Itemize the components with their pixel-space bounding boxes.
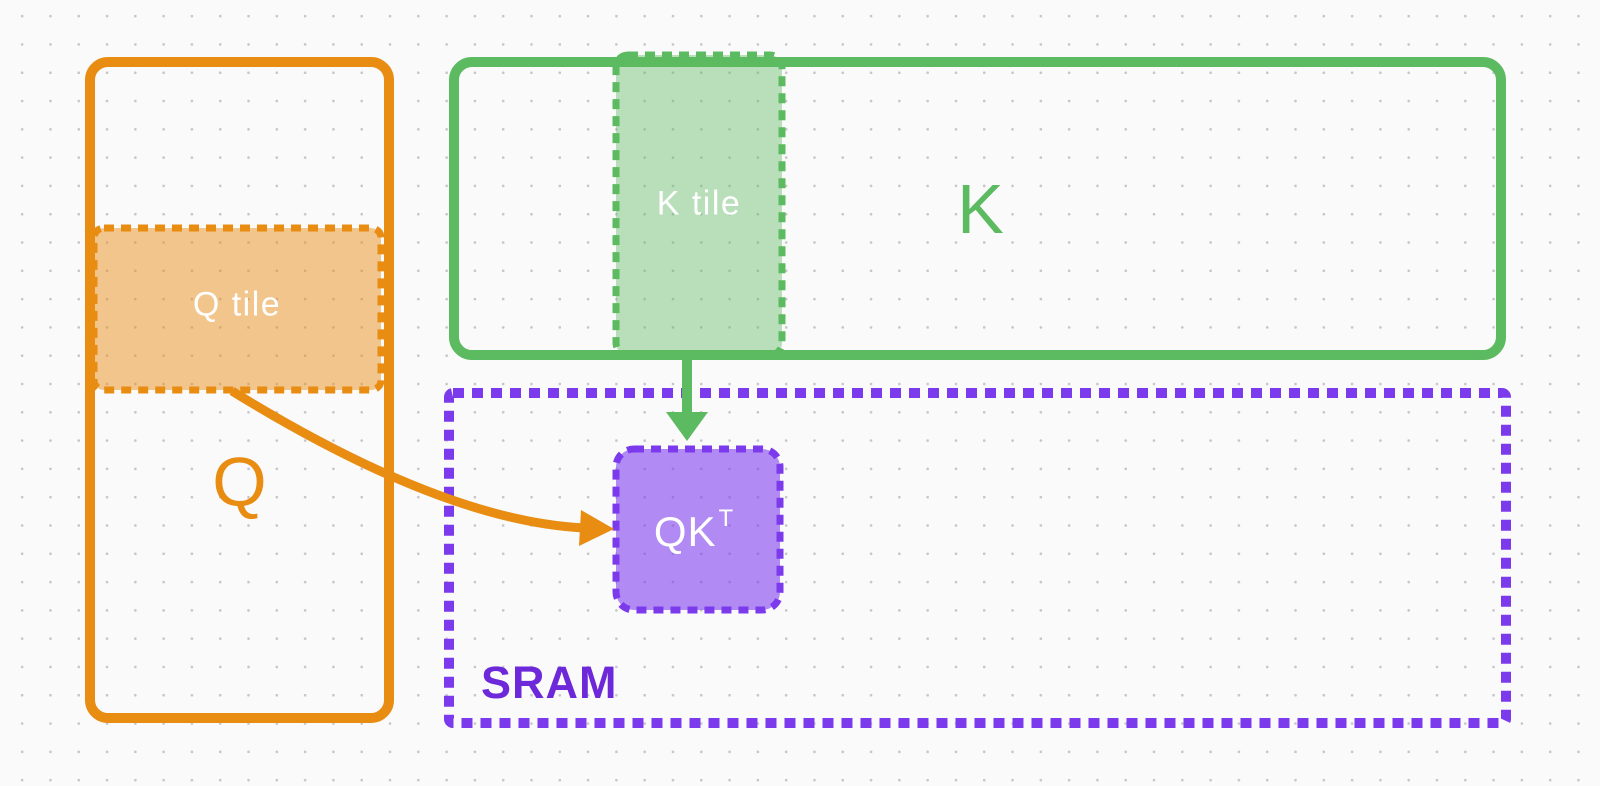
sram-region-shape — [444, 388, 1511, 728]
qkt-label: QKT — [653, 505, 735, 556]
k-matrix-label: K — [957, 170, 1005, 248]
qkt-block-shape — [612, 445, 784, 614]
q-matrix-label: Q — [212, 443, 268, 521]
q-tile-to-qkt-arrowhead-icon — [579, 510, 614, 546]
k-tile-shape — [612, 51, 786, 359]
q-tile-to-qkt-arrow — [229, 387, 585, 533]
qkt-label-base: QK — [653, 508, 717, 555]
k-tile-to-qkt-arrowhead-icon — [666, 412, 708, 441]
q-tile-shape — [90, 224, 385, 394]
q-tile-label: Q tile — [192, 285, 282, 324]
qkt-label-transpose-superscript: T — [718, 505, 735, 532]
q-matrix-outline — [85, 57, 394, 723]
k-matrix-outline — [449, 57, 1506, 360]
k-tile-label: K tile — [656, 184, 742, 223]
sram-region-label: SRAM — [481, 657, 618, 708]
